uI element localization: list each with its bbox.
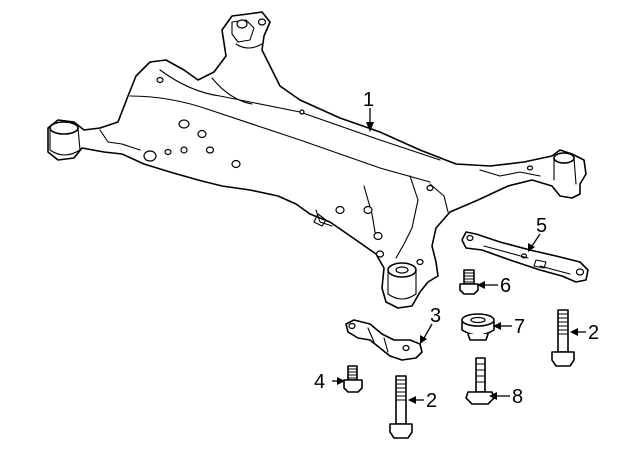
stud-bolt-part-8[interactable] bbox=[465, 357, 495, 405]
bracket-part-3[interactable] bbox=[345, 319, 423, 361]
short-bolt-part-4[interactable] bbox=[343, 365, 363, 393]
long-bolt-bottom-part-2[interactable] bbox=[389, 375, 413, 439]
callout-labels: 1 5 6 3 7 2 4 8 2 bbox=[314, 89, 599, 412]
bushing-part-7[interactable] bbox=[461, 313, 495, 341]
callout-3: 3 bbox=[430, 305, 441, 327]
crossmember-part-1[interactable] bbox=[47, 11, 587, 309]
callout-5: 5 bbox=[536, 215, 547, 237]
callout-7: 7 bbox=[514, 316, 525, 338]
callout-8: 8 bbox=[512, 386, 523, 408]
callout-2-bottom: 2 bbox=[426, 390, 437, 412]
leader-lines bbox=[332, 108, 586, 404]
bolt-part-6[interactable] bbox=[459, 269, 479, 295]
long-bolt-right-part-2[interactable] bbox=[551, 309, 575, 367]
callout-6: 6 bbox=[500, 275, 511, 297]
callout-4: 4 bbox=[314, 371, 325, 393]
bracket-part-5[interactable] bbox=[461, 231, 589, 283]
callout-1: 1 bbox=[363, 89, 374, 111]
callout-2-right: 2 bbox=[588, 322, 599, 344]
